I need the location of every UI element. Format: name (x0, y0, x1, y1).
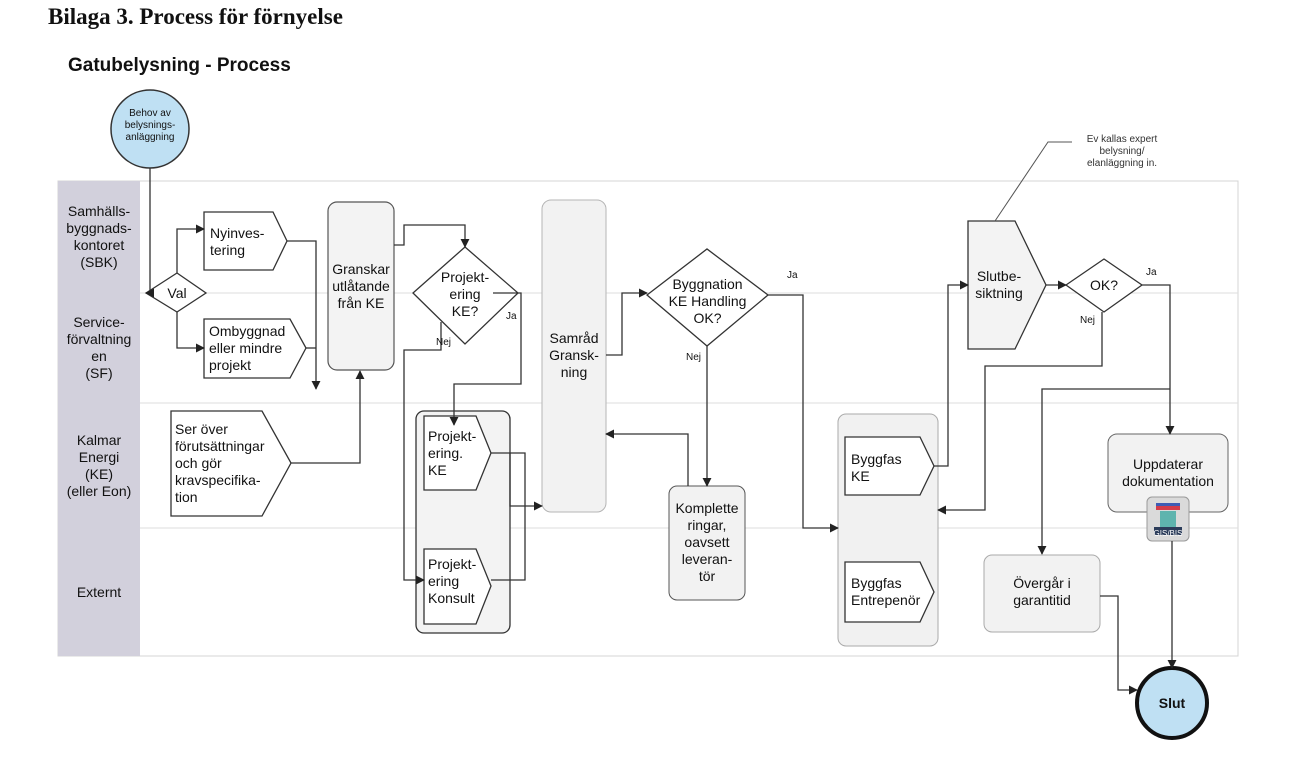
edge-samrad-byggnation (606, 288, 648, 356)
slutbesiktning-label: Slutbe- siktning (975, 268, 1023, 301)
edge-label-ja: Ja (1146, 267, 1157, 278)
edge-nyinvestering-down (287, 240, 321, 390)
projektering-ke-shape (423, 415, 492, 491)
byggfas-ke-shape (844, 436, 935, 496)
ombyggnad-shape (203, 318, 307, 379)
edge-serover-granskar (291, 370, 365, 464)
byggfas-entreprenor-label: Byggfas Entrepenör (851, 575, 921, 608)
ombyggnad-label: Ombyggnad eller mindre projekt (209, 323, 286, 373)
granskar-label: Granskar utlåtande från KE (332, 261, 390, 311)
lane-label-ke: Kalmar Energi (KE) (eller Eon) (58, 403, 140, 528)
val-label: Val (167, 285, 187, 301)
edge-label-ja: Ja (787, 270, 798, 281)
edge-ja-projke (449, 292, 522, 426)
ok-q-label: OK? (1089, 277, 1118, 293)
lane-label-sf: Service- förvaltning en (SF) (58, 293, 140, 403)
database-icon (1146, 496, 1190, 542)
edge-overgar-slut (1100, 595, 1138, 695)
projektering-ke-q-label: Projekt- ering KE? (440, 269, 490, 319)
overgar-box (983, 554, 1101, 633)
edge-nej-byggfas (937, 312, 1103, 515)
komplettering-label: Komplette ringar, oavsett leveran- tör (675, 500, 739, 584)
edge-val-nyinvestering (176, 224, 205, 273)
val-diamond (144, 272, 208, 313)
projektering-konsult-label: Projekt- ering Konsult (428, 556, 477, 606)
projektering-konsult-shape (423, 548, 492, 625)
edge-ja-byggfas (768, 294, 839, 533)
expert-annotation: Ev kallas expert belysning/ elanläggning… (1086, 134, 1158, 169)
slut-label: Slut (1158, 695, 1186, 711)
nyinvestering-shape (203, 211, 288, 271)
edge-label-nej: Nej (686, 352, 702, 363)
edge-label-nej: Nej (1080, 315, 1096, 326)
document-heading: Bilaga 3. Process för förnyelse (48, 4, 343, 29)
edge-val-ombyggnad (176, 312, 205, 353)
edge-ja-uppdaterar (1142, 284, 1175, 435)
projektering-ke-label: Projekt- ering. KE (428, 428, 477, 478)
edge-overgar (1037, 388, 1170, 555)
start-label: Behov av belysnings- anläggning (124, 108, 176, 143)
ser-over-shape (170, 410, 292, 517)
edge-granskar-projq (394, 224, 470, 248)
ser-over-label: Ser över förutsättningar och gör kravspe… (175, 421, 265, 505)
slutbesiktning-shape (967, 220, 1047, 350)
samrad-box (541, 199, 607, 513)
edge-komplettering-samrad (605, 429, 689, 486)
edge-label-nej: Nej (436, 337, 452, 348)
lane-label-externt: Externt (58, 528, 140, 656)
byggnation-q-label: Byggnation KE Handling OK? (668, 276, 747, 326)
edge-proj-samrad (509, 453, 543, 511)
lane-label-sbk: Samhälls- byggnads- kontoret (SBK) (58, 181, 140, 293)
nyinvestering-label: Nyinves- tering (210, 225, 265, 258)
overgar-label: Övergår i garantitid (1013, 575, 1071, 608)
diagram-title: Gatubelysning - Process (68, 55, 291, 76)
granskar-box (327, 201, 395, 371)
database-label: GIS/BIS (1153, 529, 1183, 538)
annotation-leader (994, 141, 1072, 222)
samrad-label: Samråd Gransk- ning (549, 330, 599, 380)
byggfas-ke-label: Byggfas KE (851, 451, 902, 484)
uppdaterar-label: Uppdaterar dokumentation (1122, 456, 1214, 489)
edge-projke-loop (491, 452, 526, 581)
edge-byggfas-slutbesiktning (934, 280, 969, 467)
edge-start-val (145, 168, 155, 298)
edge-label-ja: Ja (506, 311, 517, 322)
edge-nej-konsult (403, 322, 442, 585)
byggfas-entreprenor-shape (844, 561, 935, 623)
